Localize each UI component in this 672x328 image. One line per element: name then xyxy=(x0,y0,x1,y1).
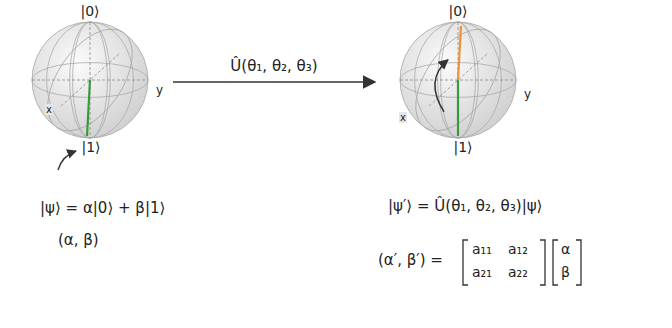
matrix-bracket xyxy=(463,240,468,285)
bloch-sphere: |0⟩|1⟩xy xyxy=(383,18,533,158)
operator-label: Û(θ₁, θ₂, θ₃) xyxy=(230,58,317,75)
matrix-bracket xyxy=(540,240,545,285)
state-vector xyxy=(87,80,90,136)
axis-label: x xyxy=(45,104,53,115)
sphere-outline xyxy=(32,22,148,138)
matrix-entry: a₁₁ xyxy=(472,242,492,257)
matrix-entry: α xyxy=(561,242,570,257)
vector-bracket xyxy=(576,240,581,285)
initial-state-vector xyxy=(457,80,459,136)
axis-label: |0⟩ xyxy=(80,4,99,19)
axis-label: x xyxy=(399,112,407,123)
sphere-body xyxy=(31,14,150,146)
axis-label: |0⟩ xyxy=(448,4,467,19)
matrix-entry: a₁₂ xyxy=(508,242,528,257)
matrix-entry: a₂₁ xyxy=(472,265,492,280)
sphere-outline xyxy=(400,22,516,138)
axis-label: |1⟩ xyxy=(81,140,100,155)
rotated-state-vector xyxy=(458,26,461,80)
axis-label: y xyxy=(524,88,531,101)
sphere-gridline xyxy=(31,14,150,146)
bloch-sphere-figure xyxy=(383,18,533,158)
axis-label: |1⟩ xyxy=(453,140,472,155)
equation-text: |ψ′⟩ = Û(θ₁, θ₂, θ₃)|ψ⟩ xyxy=(388,198,542,215)
equation-text: (α, β) xyxy=(58,232,99,249)
vector-bracket xyxy=(553,240,558,285)
rotation-arrow xyxy=(435,60,448,112)
axis-label: y xyxy=(156,84,163,97)
pointer-arrow xyxy=(58,151,76,170)
sphere-gridline xyxy=(399,14,518,146)
matrix-entry: β xyxy=(561,265,570,280)
sphere-body xyxy=(399,14,518,146)
equation-text: (α′, β′) = xyxy=(378,252,443,269)
bloch-sphere: |0⟩|1⟩yx xyxy=(15,18,165,158)
matrix-entry: a₂₂ xyxy=(508,265,528,280)
equation-text: |ψ⟩ = α|0⟩ + β|1⟩ xyxy=(40,200,165,217)
transformation-arrow xyxy=(173,81,375,83)
bloch-sphere-figure xyxy=(15,18,165,158)
